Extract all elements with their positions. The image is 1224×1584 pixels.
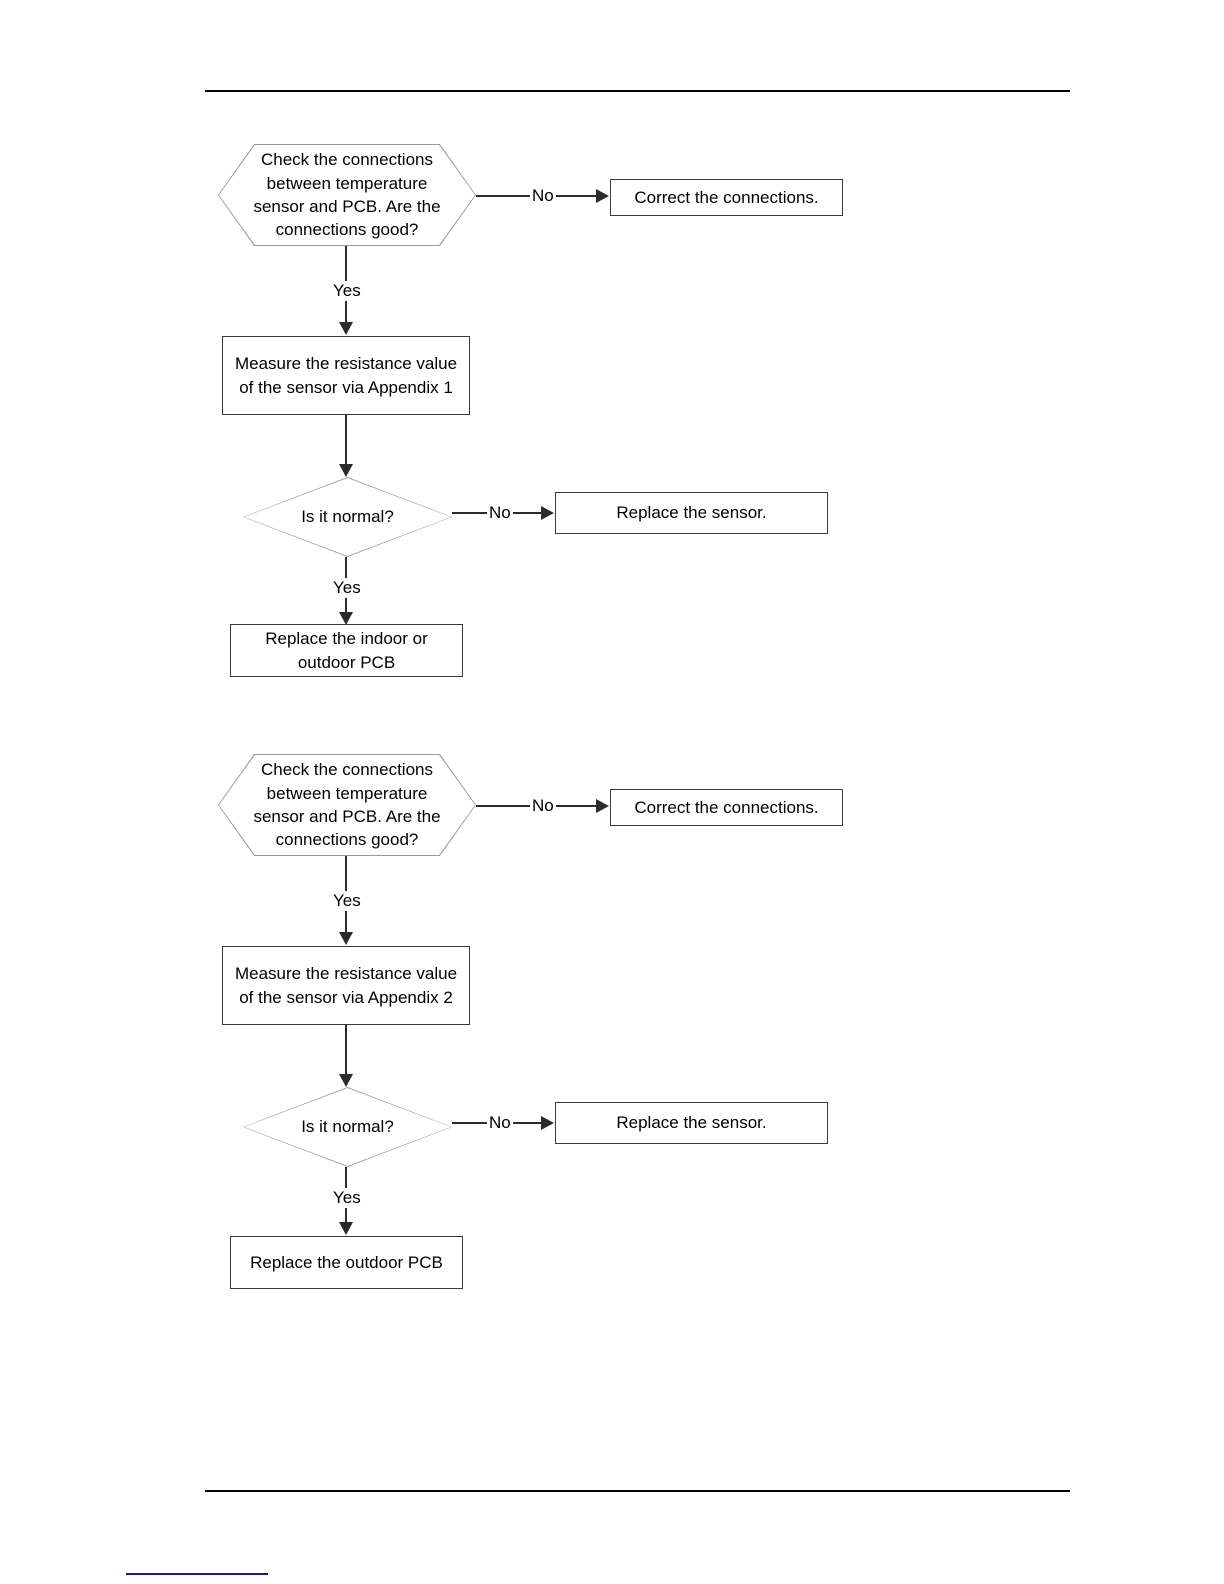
node-is-normal-2[interactable]: Is it normal? <box>243 1087 452 1167</box>
edge-label-check-no-1: No <box>530 186 556 206</box>
node-correct-connections-1-label: Correct the connections. <box>634 187 819 207</box>
node-correct-connections-1[interactable]: Correct the connections. <box>610 179 843 216</box>
edge-label-check-yes-2: Yes <box>331 891 363 911</box>
node-correct-connections-2[interactable]: Correct the connections. <box>610 789 843 826</box>
footer-rule <box>205 1490 1070 1492</box>
edge-label-normal-yes-1: Yes <box>331 578 363 598</box>
node-is-normal-2-inner: Is it normal? <box>244 1088 451 1166</box>
edge-label-normal-no-1: No <box>487 503 513 523</box>
node-replace-sensor-2[interactable]: Replace the sensor. <box>555 1102 828 1144</box>
node-measure-resistance-1-label: Measure the resistance value of the sens… <box>234 354 458 397</box>
node-replace-pcb-1-label: Replace the indoor or outdoor PCB <box>265 629 428 672</box>
node-check-connections-1-label: Check the connections between temperatur… <box>253 150 441 240</box>
edge-label-check-no-2: No <box>530 796 556 816</box>
node-replace-pcb-1[interactable]: Replace the indoor or outdoor PCB <box>230 624 463 677</box>
edge-label-check-yes-1: Yes <box>331 281 363 301</box>
node-is-normal-1-label: Is it normal? <box>301 507 394 526</box>
edge-check-yes-arrow-1 <box>339 322 353 335</box>
edge-label-normal-yes-2: Yes <box>331 1188 363 1208</box>
node-is-normal-2-label: Is it normal? <box>301 1117 394 1136</box>
node-check-connections-1[interactable]: Check the connections between temperatur… <box>218 144 476 246</box>
edge-measure-to-decision-line-1 <box>345 415 347 466</box>
node-is-normal-1[interactable]: Is it normal? <box>243 477 452 557</box>
edge-label-normal-no-2: No <box>487 1113 513 1133</box>
node-check-connections-2[interactable]: Check the connections between temperatur… <box>218 754 476 856</box>
header-rule <box>205 90 1070 92</box>
node-correct-connections-2-label: Correct the connections. <box>634 797 819 817</box>
edge-check-no-arrow-2 <box>596 799 609 813</box>
footnote-separator-rule <box>126 1573 268 1575</box>
edge-measure-to-decision-arrow-1 <box>339 464 353 477</box>
node-replace-pcb-2[interactable]: Replace the outdoor PCB <box>230 1236 463 1289</box>
node-replace-sensor-2-label: Replace the sensor. <box>616 1113 767 1133</box>
node-replace-sensor-1[interactable]: Replace the sensor. <box>555 492 828 534</box>
node-measure-resistance-2-label: Measure the resistance value of the sens… <box>234 964 458 1007</box>
node-is-normal-1-inner: Is it normal? <box>244 478 451 556</box>
edge-normal-yes-arrow-1 <box>339 612 353 625</box>
edge-measure-to-decision-line-2 <box>345 1025 347 1076</box>
edge-normal-no-arrow-2 <box>541 1116 554 1130</box>
edge-measure-to-decision-arrow-2 <box>339 1074 353 1087</box>
node-measure-resistance-2[interactable]: Measure the resistance value of the sens… <box>222 946 470 1025</box>
node-check-connections-2-label: Check the connections between temperatur… <box>253 760 441 850</box>
node-check-connections-1-inner: Check the connections between temperatur… <box>219 145 475 245</box>
node-measure-resistance-1[interactable]: Measure the resistance value of the sens… <box>222 336 470 415</box>
edge-normal-yes-arrow-2 <box>339 1222 353 1235</box>
node-check-connections-2-inner: Check the connections between temperatur… <box>219 755 475 855</box>
node-replace-sensor-1-label: Replace the sensor. <box>616 503 767 523</box>
node-replace-pcb-2-label: Replace the outdoor PCB <box>250 1252 443 1272</box>
edge-check-no-arrow-1 <box>596 189 609 203</box>
edge-check-yes-arrow-2 <box>339 932 353 945</box>
edge-normal-no-arrow-1 <box>541 506 554 520</box>
